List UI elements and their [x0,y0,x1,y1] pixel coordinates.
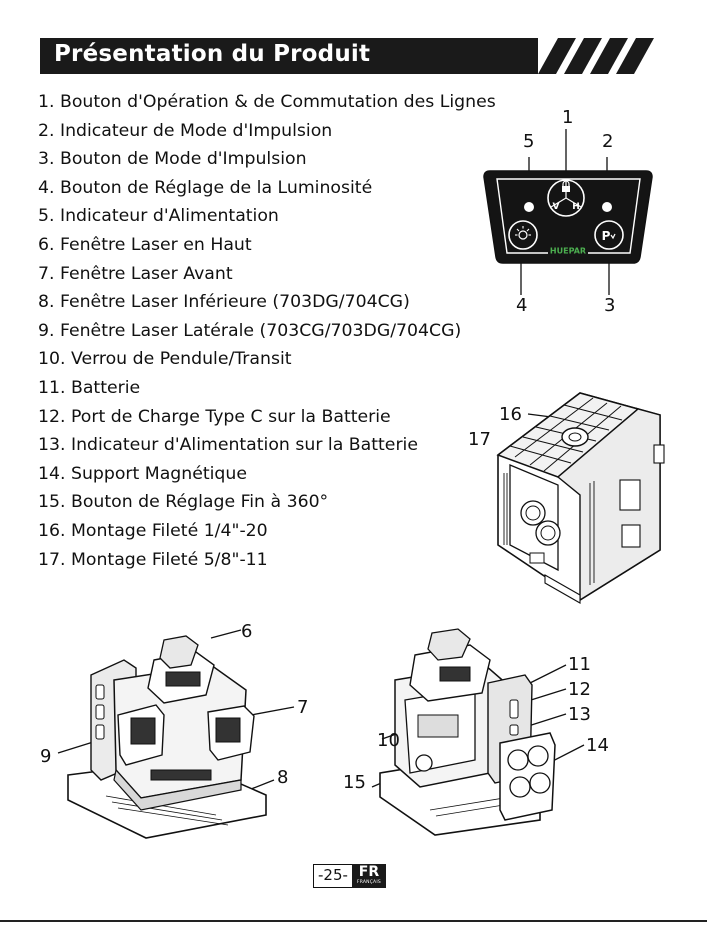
svg-text:P: P [602,229,611,243]
list-item: 8. Fenêtre Laser Inférieure (703DG/704CG… [38,292,410,313]
callout-11: 11 [568,654,591,675]
panel-key-h: H [572,202,580,212]
callout-2: 2 [602,131,614,152]
callout-15: 15 [343,772,366,793]
callout-4: 4 [516,295,528,316]
list-item: 4. Bouton de Réglage de la Luminosité [38,177,373,198]
laser-side-view-illustration [371,628,585,836]
panel-brand-logo: HUEPAR [550,247,586,256]
list-item: 17. Montage Fileté 5/8"-11 [38,549,268,570]
list-item: 15. Bouton de Réglage Fin à 360° [38,492,329,513]
list-item: 11. Batterie [38,377,141,398]
language-badge: FR FRANÇAIS [351,864,386,888]
section-header-bar: Présentation du Produit [40,38,538,74]
panel-key-v: V [553,202,560,212]
callout-6: 6 [241,621,253,642]
list-item: 16. Montage Fileté 1/4"-20 [38,520,268,541]
callout-10: 10 [377,730,400,751]
callout-9: 9 [40,746,52,767]
list-item: 5. Indicateur d'Alimentation [38,206,279,227]
bottom-divider [0,920,707,922]
list-item: 9. Fenêtre Laser Latérale (703CG/703DG/7… [38,320,462,341]
callout-1: 1 [562,107,574,128]
callout-17: 17 [468,429,491,450]
laser-front-view-illustration [57,629,295,839]
page-footer: -25- FR FRANÇAIS [313,864,386,888]
callout-5: 5 [523,131,535,152]
callout-16: 16 [499,404,522,425]
control-panel-illustration: V H P HUEPAR [483,129,653,295]
callout-13: 13 [568,704,591,725]
header-stripes-decoration [538,38,654,74]
list-item: 14. Support Magnétique [38,463,247,484]
base-mount-illustration [496,392,665,604]
list-item: 1. Bouton d'Opération & de Commutation d… [38,92,496,112]
parts-list: 1. Bouton d'Opération & de Commutation d… [38,88,496,574]
list-item: 12. Port de Charge Type C sur la Batteri… [38,406,391,427]
list-item: 10. Verrou de Pendule/Transit [38,349,292,370]
list-item: 13. Indicateur d'Alimentation sur la Bat… [38,435,418,456]
callout-12: 12 [568,679,591,700]
callout-3: 3 [604,295,616,316]
page-title: Présentation du Produit [54,41,371,67]
list-item: 6. Fenêtre Laser en Haut [38,234,252,255]
list-item: 2. Indicateur de Mode d'Impulsion [38,120,333,141]
callout-7: 7 [297,697,309,718]
callout-8: 8 [277,767,289,788]
language-name: FRANÇAIS [356,880,381,885]
list-item: 3. Bouton de Mode d'Impulsion [38,149,307,170]
language-code: FR [358,864,380,880]
list-item: 7. Fenêtre Laser Avant [38,263,233,284]
callout-14: 14 [586,735,609,756]
page-number: -25- [313,864,352,888]
